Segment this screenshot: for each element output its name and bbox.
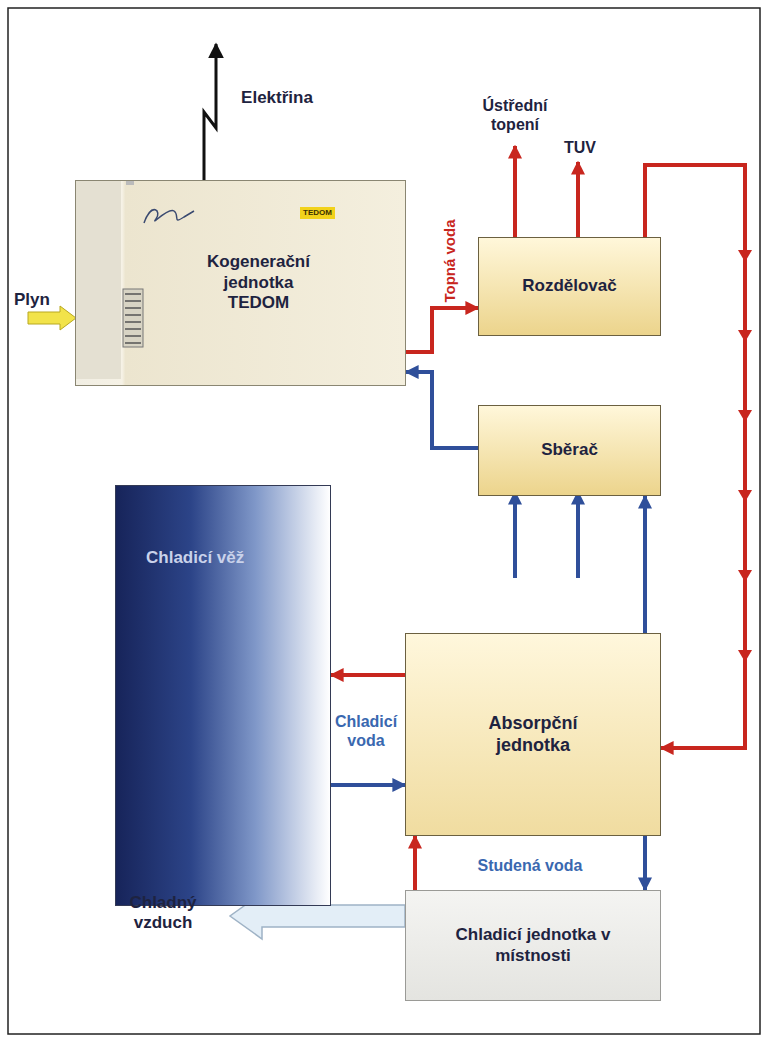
room-cooling-unit: Chladicí jednotka v místnosti [405, 890, 661, 1001]
grille-slat [125, 293, 141, 295]
return-pipe [513, 492, 517, 578]
cold-water-pipe [643, 496, 647, 633]
grille-slat [125, 314, 141, 316]
heating-output-pipe [513, 146, 517, 237]
distributor-box: Rozdělovač [478, 237, 661, 336]
output-label: Ústřední topení [465, 96, 565, 134]
pipe-label: Chladicí voda [329, 712, 403, 750]
hot-water-pipe [413, 836, 417, 890]
grille-slat [125, 328, 141, 330]
grille [123, 289, 143, 347]
cold-water-pipe [643, 836, 647, 890]
hot-water-pipe [331, 673, 405, 677]
grille-slat [125, 335, 141, 337]
cold-water-pipe [331, 783, 405, 787]
collector-box: Sběrač [478, 405, 661, 496]
gas-arrow [28, 306, 76, 330]
electricity-arrow [204, 44, 216, 186]
grille-slat [125, 300, 141, 302]
node-title: Kogenerační jednotka TEDOM [194, 252, 324, 313]
absorption-unit: Absorpční jednotka [405, 633, 661, 836]
hot-water-pipe [406, 308, 478, 352]
brand-tag: TEDOM [300, 207, 335, 219]
output-label: Elektřina [222, 88, 332, 108]
hot-water-output-pipe [576, 162, 580, 237]
pipe-label: Topná voda [441, 211, 459, 311]
frame [8, 8, 760, 1034]
top-fitting [126, 181, 134, 185]
node-title: Chladicí věž [146, 548, 244, 568]
node-title: Sběrač [541, 440, 598, 460]
output-label: Chladný vzduch [108, 893, 218, 934]
grille-slat [125, 321, 141, 323]
input-label: Plyn [14, 290, 74, 310]
logo-signature [144, 210, 194, 223]
side-panel [76, 181, 121, 379]
node-title: Rozdělovač [522, 276, 616, 296]
cooling-tower: Chladicí věž [115, 485, 331, 906]
pipe-label: Studená voda [430, 856, 630, 875]
grille-slat [125, 307, 141, 309]
node-title: Absorpční jednotka [463, 713, 603, 756]
return-pipe [576, 492, 580, 578]
output-label: TUV [560, 138, 600, 157]
node-title: Chladicí jednotka v místnosti [438, 925, 628, 966]
grille-slat [125, 342, 141, 344]
cold-water-pipe [406, 372, 478, 448]
cogeneration-unit: Kogenerační jednotka TEDOM TEDOM [75, 180, 406, 386]
